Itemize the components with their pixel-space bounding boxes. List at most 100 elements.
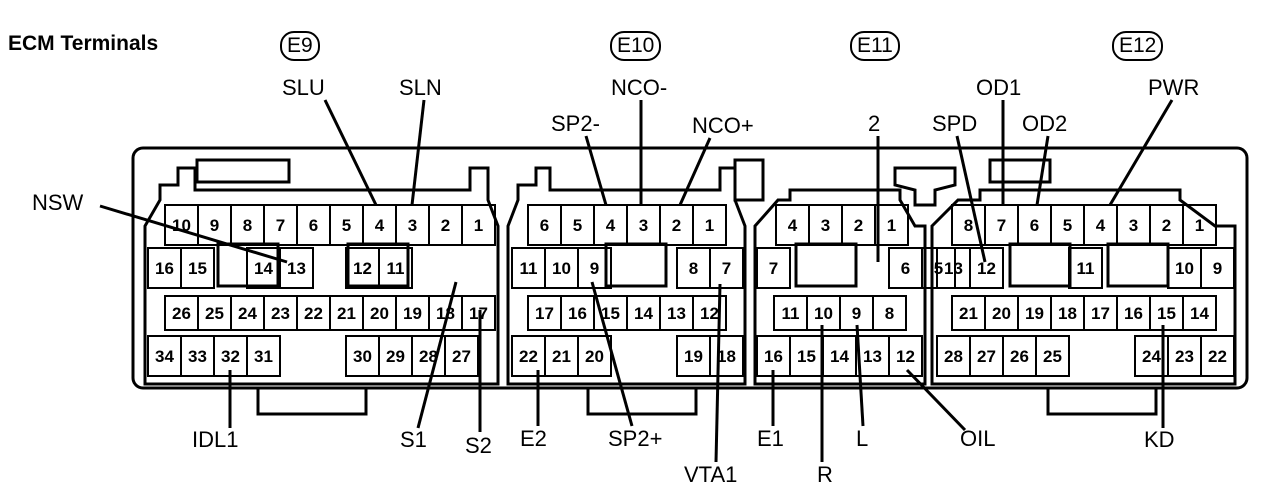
- pin-cell-e10: [577, 335, 612, 377]
- pin-number-e10: 18: [717, 347, 736, 366]
- signal-label-nco-minus: NCO-: [611, 75, 668, 100]
- pin-cell-e10: [692, 295, 727, 331]
- pin-number-e12: 10: [1175, 259, 1194, 278]
- signal-label-kd: KD: [1144, 427, 1175, 452]
- pin-number-e9: 10: [172, 216, 191, 235]
- pin-number-e10: 19: [684, 347, 703, 366]
- signal-label-od2: OD2: [1022, 111, 1068, 136]
- pin-number-e9: 4: [375, 216, 385, 235]
- pin-number-e12: 19: [1025, 304, 1044, 323]
- key-e12: [988, 158, 1052, 184]
- pin-number-e9: 3: [408, 216, 417, 235]
- pin-number-e11: 10: [814, 304, 833, 323]
- pin-number-e11: 7: [769, 259, 778, 278]
- signal-label-s2: S2: [465, 433, 492, 458]
- pin-cell-e12: [969, 247, 1004, 289]
- pin-number-e12: 2: [1162, 216, 1171, 235]
- pin-cell-e12: [1182, 204, 1217, 246]
- pin-cell-e11: [874, 204, 909, 246]
- pin-number-e9: 28: [419, 347, 438, 366]
- signal-label-l: L: [856, 426, 869, 451]
- pin-number-e10: 10: [552, 259, 571, 278]
- pin-number-e10: 21: [552, 347, 571, 366]
- connector-label-e10: E10: [610, 31, 662, 61]
- page-title: ECM Terminals: [8, 32, 159, 55]
- signal-label-oil: OIL: [960, 426, 996, 451]
- pin-number-e12: 5: [1063, 216, 1072, 235]
- signal-label-sp2-minus: SP2-: [551, 111, 600, 136]
- key-e11-left: [733, 158, 765, 202]
- pin-number-e12: 27: [977, 347, 996, 366]
- signal-label-nco-plus: NCO+: [692, 113, 754, 138]
- signal-label-e2: E2: [520, 426, 547, 451]
- pin-cell-e10: [692, 204, 727, 246]
- pin-number-e9: 24: [238, 304, 257, 323]
- pin-number-e10: 16: [568, 304, 587, 323]
- signal-label-idl1: IDL1: [192, 427, 239, 452]
- pin-number-e12: 6: [1030, 216, 1039, 235]
- pin-number-e11: 16: [764, 347, 783, 366]
- pin-cell-e10: [709, 335, 744, 377]
- pin-cell-e9: [180, 247, 215, 289]
- pin-number-e9: 9: [210, 216, 219, 235]
- connector-label-e12: E12: [1112, 31, 1164, 61]
- pin-number-e12: 26: [1010, 347, 1029, 366]
- pin-number-e12: 13: [944, 259, 963, 278]
- pin-number-e9: 2: [441, 216, 450, 235]
- pin-number-e11: 6: [901, 259, 910, 278]
- pin-number-e12: 16: [1124, 304, 1143, 323]
- pin-number-e9: 13: [287, 259, 306, 278]
- pin-number-e10: 9: [590, 259, 599, 278]
- pin-number-e11: 8: [885, 304, 894, 323]
- pin-number-e10: 5: [573, 216, 582, 235]
- signal-label-e1: E1: [757, 426, 784, 451]
- pin-number-e9: 20: [370, 304, 389, 323]
- pin-number-e11: 3: [821, 216, 830, 235]
- pin-number-e10: 13: [667, 304, 686, 323]
- pin-number-e9: 11: [387, 259, 405, 278]
- signal-label-od1: OD1: [976, 75, 1022, 100]
- pin-cell-e11: [872, 295, 907, 331]
- pin-number-e9: 5: [342, 216, 351, 235]
- pin-number-e10: 22: [519, 347, 538, 366]
- pin-number-e9: 8: [243, 216, 252, 235]
- pin-number-e12: 25: [1043, 347, 1062, 366]
- pin-number-e10: 14: [634, 304, 653, 323]
- connector-body-e11: [753, 188, 927, 386]
- pin-number-e10: 4: [606, 216, 616, 235]
- key-e9: [195, 158, 291, 184]
- connector-body-e9: [143, 166, 500, 386]
- pin-number-e9: 18: [436, 304, 455, 323]
- pin-number-e12: 24: [1142, 347, 1161, 366]
- pin-number-e10: 8: [689, 259, 698, 278]
- pin-number-e10: 17: [535, 304, 554, 323]
- connector-label-e9: E9: [280, 31, 320, 61]
- pin-cell-e9: [246, 335, 281, 377]
- lock-e11: [794, 242, 858, 288]
- pin-number-e9: 14: [254, 259, 273, 278]
- pin-number-e11: 13: [863, 347, 882, 366]
- pin-number-e11: 9: [852, 304, 861, 323]
- signal-label-slu: SLU: [282, 75, 325, 100]
- signal-label-vta1: VTA1: [684, 462, 738, 487]
- signal-label-nsw: NSW: [32, 190, 84, 215]
- pin-number-e12: 20: [992, 304, 1011, 323]
- pin-number-e12: 23: [1175, 347, 1194, 366]
- pin-number-e12: 22: [1208, 347, 1227, 366]
- pin-number-e12: 14: [1190, 304, 1209, 323]
- pin-number-e12: 3: [1129, 216, 1138, 235]
- lock-e10: [604, 242, 668, 288]
- latch-e12: [1046, 386, 1158, 416]
- signal-label-sp2-plus: SP2+: [608, 426, 663, 451]
- signal-label-r: R: [817, 462, 833, 487]
- pin-number-e9: 6: [309, 216, 318, 235]
- pin-number-e10: 2: [672, 216, 681, 235]
- pin-number-e9: 1: [474, 216, 483, 235]
- pin-number-e11: 1: [887, 216, 896, 235]
- pin-cell-e9: [444, 335, 479, 377]
- pin-number-e12: 4: [1096, 216, 1106, 235]
- pin-number-e11: 15: [797, 347, 816, 366]
- pin-number-e9: 31: [254, 347, 273, 366]
- signal-label-pwr: PWR: [1148, 75, 1200, 100]
